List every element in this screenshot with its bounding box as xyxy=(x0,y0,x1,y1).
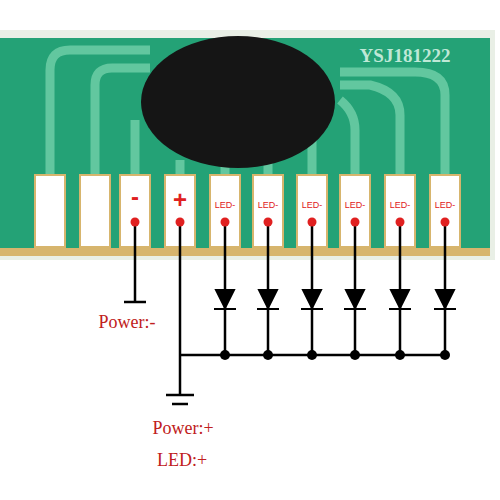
contact-pads xyxy=(35,175,460,247)
board-edge xyxy=(0,30,495,260)
led-diode-symbols xyxy=(214,290,456,309)
epoxy-blob xyxy=(141,36,335,168)
power-label: Power:+ xyxy=(152,419,213,437)
pin-label: - xyxy=(131,185,139,209)
gold-edge xyxy=(0,248,490,256)
pin-label: LED- xyxy=(345,201,366,210)
pin-label: LED- xyxy=(215,201,236,210)
power-label: Power:- xyxy=(99,313,156,331)
pin-label: + xyxy=(173,188,187,212)
pin-label: LED- xyxy=(258,201,279,210)
wires xyxy=(124,222,445,404)
pin-label: LED- xyxy=(302,201,323,210)
pin-label: LED- xyxy=(435,201,456,210)
pin-label: LED- xyxy=(390,201,411,210)
junction-dots xyxy=(220,350,450,360)
board-marking: YSJ181222 xyxy=(360,46,451,65)
pin-dots xyxy=(131,218,450,227)
power-label: LED:+ xyxy=(157,451,207,469)
